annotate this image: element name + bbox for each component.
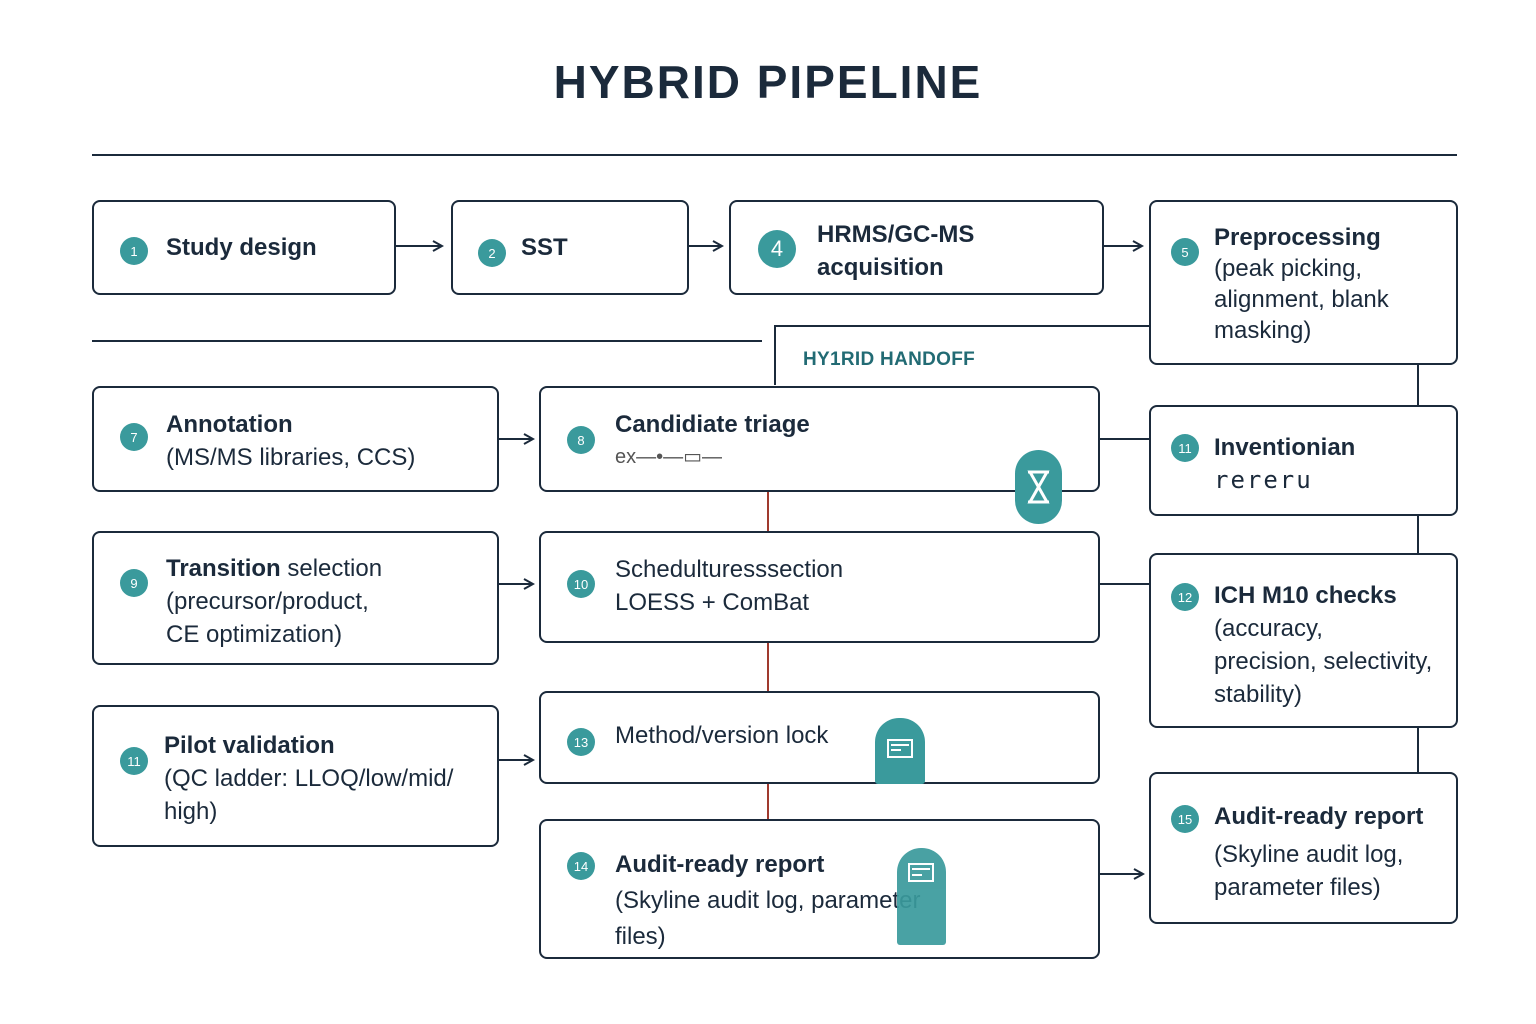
- step-pilot-validation: 11 Pilot validation (QC ladder: LLOQ/low…: [92, 705, 499, 847]
- step-number-badge: 10: [567, 570, 595, 598]
- step-number-badge: 14: [567, 852, 595, 880]
- step-number-badge: 13: [567, 728, 595, 756]
- title-rule: [92, 154, 1457, 156]
- step-title: Study design: [166, 234, 317, 261]
- step-detail-line: CE optimization): [166, 621, 343, 648]
- hourglass-icon: [1015, 450, 1062, 524]
- step-method-version-lock: 13 Method/version lock: [539, 691, 1100, 784]
- step-ich-m10-checks: 12 ICH M10 checks (accuracy, precision, …: [1149, 553, 1458, 728]
- step-title: Audit-ready report: [1214, 803, 1424, 830]
- step-detail-line: high): [164, 798, 218, 825]
- document-icon: [875, 718, 925, 784]
- step-annotation: 7 Annotation (MS/MS libraries, CCS): [92, 386, 499, 492]
- step-title: Inventionian: [1214, 434, 1356, 461]
- step-number-badge: 8: [567, 426, 595, 454]
- step-detail-line: files): [615, 923, 666, 950]
- step-detail-line: (Skyline audit log, parameter: [615, 887, 921, 914]
- step-detail-line: rereru: [1214, 466, 1313, 494]
- step-detail-line: (Skyline audit log,: [1214, 841, 1404, 868]
- step-title-line: Schedulturesssection: [615, 556, 844, 583]
- step-detail-line: (MS/MS libraries, CCS): [166, 444, 416, 471]
- step-audit-ready-report-14: 14 Audit-ready report (Skyline audit log…: [539, 819, 1100, 959]
- step-detail-line: (QC ladder: LLOQ/low/mid/: [164, 765, 454, 792]
- step-detail-line: (peak picking,: [1214, 255, 1363, 282]
- step-detail-line: stability): [1214, 681, 1303, 708]
- step-detail-line: ex—•—▭—: [615, 446, 723, 468]
- step-number-badge: 7: [120, 423, 148, 451]
- step-candidate-triage: 8 Candidiate triage ex—•—▭—: [539, 386, 1100, 492]
- step-title: Transition: [166, 555, 281, 582]
- step-preprocessing: 5 Preprocessing (peak picking, alignment…: [1149, 200, 1458, 365]
- step-sst: 2 SST: [451, 200, 689, 295]
- step-audit-ready-report-15: 15 Audit-ready report (Skyline audit log…: [1149, 772, 1458, 924]
- step-number-badge: 4: [758, 230, 796, 268]
- step-title-line: acquisition: [817, 254, 944, 281]
- step-detail-line: masking): [1214, 317, 1312, 344]
- step-detail-line: (accuracy,: [1214, 615, 1323, 642]
- step-title: Candidiate triage: [615, 411, 810, 438]
- handoff-label: HY1RID HANDOFF: [803, 349, 976, 370]
- step-acquisition: 4 HRMS/GC-MS acquisition: [729, 200, 1104, 295]
- diagram-title: HYBRID PIPELINE: [553, 56, 983, 108]
- step-transition-selection: 9 Transition selection (precursor/produc…: [92, 531, 499, 665]
- step-title: Annotation: [166, 411, 293, 438]
- step-number-badge: 1: [120, 237, 148, 265]
- step-title-rest: selection: [280, 555, 383, 582]
- step-title-line: Method/version lock: [615, 722, 829, 749]
- step-title: SST: [521, 234, 568, 261]
- step-number-badge: 12: [1171, 583, 1199, 611]
- step-detail-line: alignment, blank: [1214, 286, 1389, 313]
- step-number-badge: 11: [1171, 434, 1199, 462]
- step-number-badge: 5: [1171, 238, 1199, 266]
- step-title-line: LOESS + ComBat: [615, 589, 810, 616]
- handoff-rule: [92, 340, 762, 342]
- step-inventionian: 11 Inventionian rereru: [1149, 405, 1458, 516]
- step-study-design: 1 Study design: [92, 200, 396, 295]
- step-title: Pilot validation: [164, 732, 335, 759]
- step-detail-line: precision, selectivity,: [1214, 648, 1433, 675]
- step-title-line: HRMS/GC-MS: [817, 221, 975, 248]
- step-number-badge: 2: [478, 239, 506, 267]
- step-scheduled-selection: 10 Schedulturesssection LOESS + ComBat: [539, 531, 1100, 643]
- step-title: ICH M10 checks: [1214, 582, 1397, 609]
- step-number-badge: 9: [120, 569, 148, 597]
- step-detail-line: parameter files): [1214, 874, 1381, 901]
- step-detail-line: (precursor/product,: [166, 588, 369, 615]
- step-title: Preprocessing: [1214, 224, 1381, 251]
- document-icon: [897, 848, 946, 945]
- step-title: Audit-ready report: [615, 851, 825, 878]
- step-number-badge: 11: [120, 747, 148, 775]
- step-number-badge: 15: [1171, 805, 1199, 833]
